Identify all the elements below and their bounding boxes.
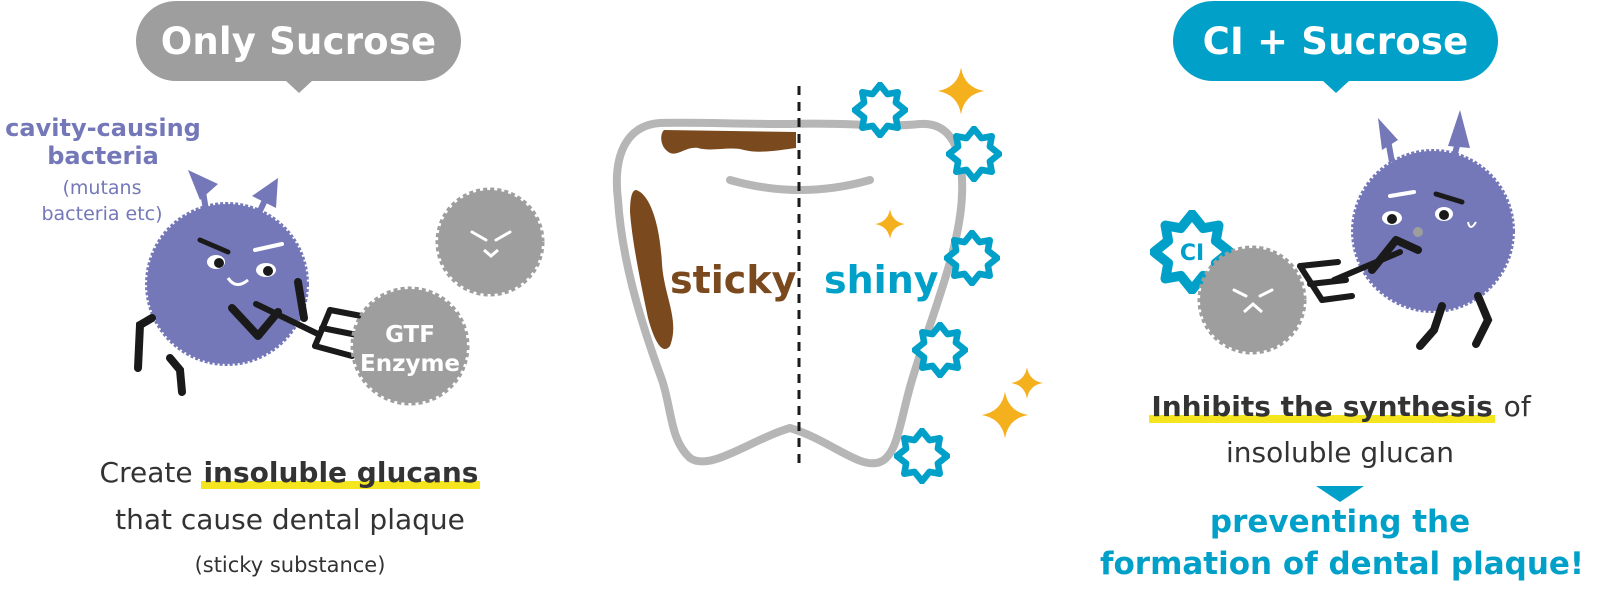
ci-gear-icon bbox=[915, 325, 965, 375]
left-caption-line3: (sticky substance) bbox=[194, 553, 386, 577]
plaque-side bbox=[630, 190, 674, 350]
gtf-enzyme-label-line2: Enzyme bbox=[360, 351, 460, 377]
right-caption-line2: insoluble glucan bbox=[1225, 436, 1455, 469]
left-caption-line2: that cause dental plaque bbox=[115, 503, 465, 536]
sparkle-icon bbox=[981, 391, 1029, 439]
ci-sucrose-bubble: CI + Sucrose bbox=[1173, 1, 1498, 93]
left-caption-highlight: insoluble glucans bbox=[203, 456, 479, 489]
result-line2: formation of dental plaque! bbox=[1100, 546, 1585, 582]
gtf-enzyme-grey-blob bbox=[435, 187, 545, 297]
right-caption-line1: Inhibits the synthesis of bbox=[1120, 390, 1560, 423]
bacterium-right bbox=[1297, 110, 1515, 350]
only-sucrose-label: Only Sucrose bbox=[160, 19, 437, 63]
ci-gear-icon bbox=[897, 431, 947, 481]
shiny-label: shiny bbox=[824, 258, 939, 302]
right-caption-suffix: of bbox=[1494, 390, 1531, 423]
gtf-enzyme: GTF Enzyme bbox=[350, 286, 470, 406]
left-caption-line1: Create insoluble glucans bbox=[70, 456, 510, 489]
bacteria-title: cavity-causing bacteria bbox=[5, 114, 201, 170]
only-sucrose-bubble: Only Sucrose bbox=[136, 1, 461, 93]
sparkle-icon bbox=[937, 67, 985, 115]
sticky-label: sticky bbox=[670, 258, 797, 302]
gtf-enzyme-label-line1: GTF bbox=[385, 322, 435, 348]
ci-molecule: CI bbox=[1154, 214, 1230, 290]
result-line1: preventing the bbox=[1209, 504, 1471, 540]
sparkle-icon bbox=[1011, 367, 1043, 399]
right-caption-highlight: Inhibits the synthesis bbox=[1151, 390, 1493, 423]
ci-sucrose-label: CI + Sucrose bbox=[1202, 19, 1469, 63]
ci-gear-icon bbox=[947, 233, 997, 283]
ci-gear-icon bbox=[949, 129, 999, 179]
gtf-enzyme-inhibited bbox=[1197, 245, 1307, 355]
left-caption-prefix: Create bbox=[99, 456, 202, 489]
bacterium-left bbox=[134, 170, 375, 396]
down-arrow-icon bbox=[1316, 486, 1364, 502]
plaque-top bbox=[661, 130, 796, 154]
ci-label: CI bbox=[1180, 241, 1204, 266]
bacteria-subtitle: (mutans bacteria etc) bbox=[41, 177, 163, 225]
ci-gear-icon bbox=[855, 85, 905, 135]
